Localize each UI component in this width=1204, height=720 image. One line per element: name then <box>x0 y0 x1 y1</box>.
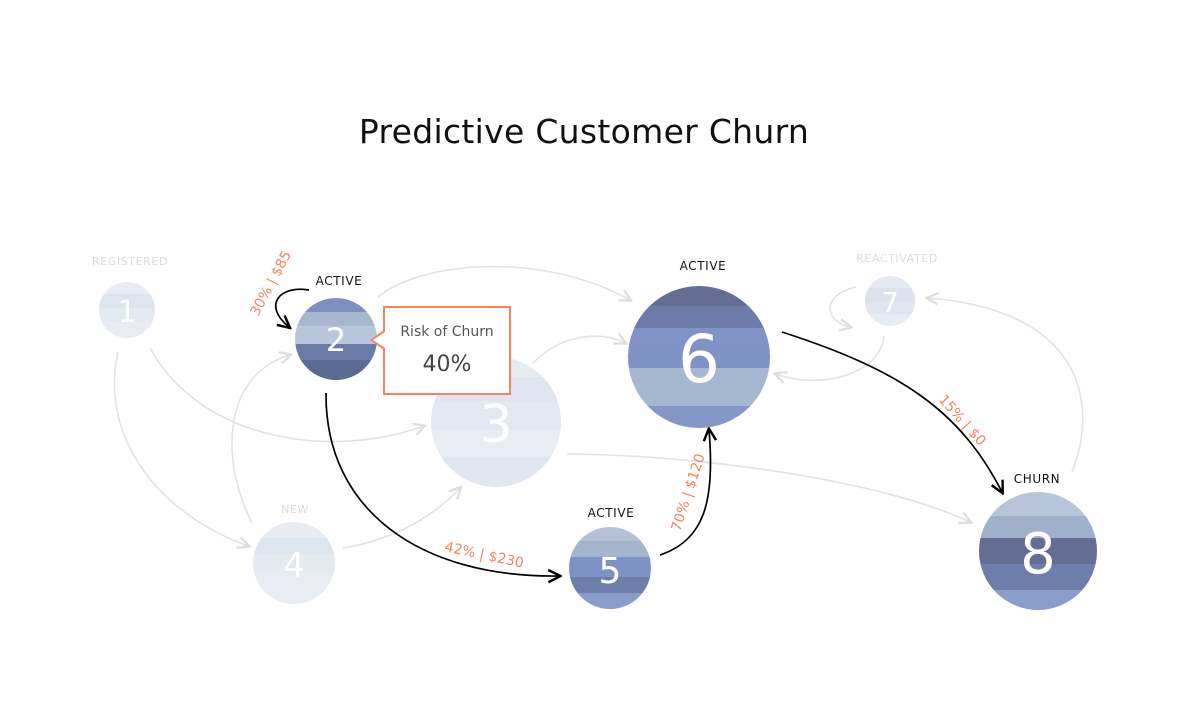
edge-8-to-7 <box>928 298 1084 473</box>
node-4[interactable]: 4 <box>253 522 335 604</box>
node-4-label: NEW <box>281 503 309 516</box>
edge-4-to-2 <box>231 355 290 524</box>
edge-label-5-to-6: 70% | $120 <box>669 452 709 533</box>
edge-1-to-3 <box>149 347 424 443</box>
node-6[interactable]: 6 <box>628 286 770 428</box>
node-number: 3 <box>479 395 512 455</box>
node-number: 4 <box>283 546 305 586</box>
risk-of-churn-tooltip: Risk of Churn 40% <box>383 306 511 395</box>
node-8-label: CHURN <box>1014 472 1061 486</box>
node-5-label: ACTIVE <box>588 506 635 520</box>
edge-7-loop <box>829 286 857 327</box>
node-number: 8 <box>1020 522 1056 587</box>
node-2[interactable]: 2 <box>295 298 377 380</box>
faded-edges <box>113 265 1084 549</box>
edge-2-to-6 <box>377 265 630 300</box>
edge-7-to-6 <box>776 335 885 380</box>
node-number: 7 <box>881 286 899 319</box>
edge-3-to-6 <box>532 336 625 364</box>
node-5[interactable]: 5 <box>569 527 651 609</box>
node-number: 2 <box>326 321 346 359</box>
edge-1-to-4 <box>113 351 248 546</box>
edge-2-loop[interactable] <box>275 288 310 327</box>
active-edges <box>275 288 1002 576</box>
node-number: 1 <box>117 295 136 330</box>
node-1-label: REGISTERED <box>92 255 168 268</box>
edge-5-to-6[interactable] <box>659 430 711 556</box>
edge-label-2-to-5: 42% | $230 <box>443 539 525 571</box>
node-number: 6 <box>678 321 720 398</box>
tooltip-value: 40% <box>422 352 472 377</box>
edge-4-to-3 <box>342 488 460 549</box>
node-1[interactable]: 1 <box>99 282 155 338</box>
node-8[interactable]: 8 <box>979 492 1097 610</box>
node-2-label: ACTIVE <box>316 274 363 288</box>
tooltip-label: Risk of Churn <box>400 324 494 340</box>
edge-2-to-5[interactable] <box>325 392 559 576</box>
edge-label-2-loop: 30% | $85 <box>247 248 295 319</box>
node-number: 5 <box>599 551 622 592</box>
node-6-label: ACTIVE <box>680 259 727 273</box>
edge-6-to-8[interactable] <box>781 331 1002 492</box>
edge-label-6-to-8: 15% | $0 <box>935 392 989 449</box>
edge-3-to-8 <box>566 453 970 522</box>
diagram-title: Predictive Customer Churn <box>358 112 810 151</box>
tooltip-pointer-inner <box>373 332 385 348</box>
node-7[interactable]: 7 <box>865 276 915 326</box>
node-7-label: REACTIVATED <box>856 252 938 265</box>
